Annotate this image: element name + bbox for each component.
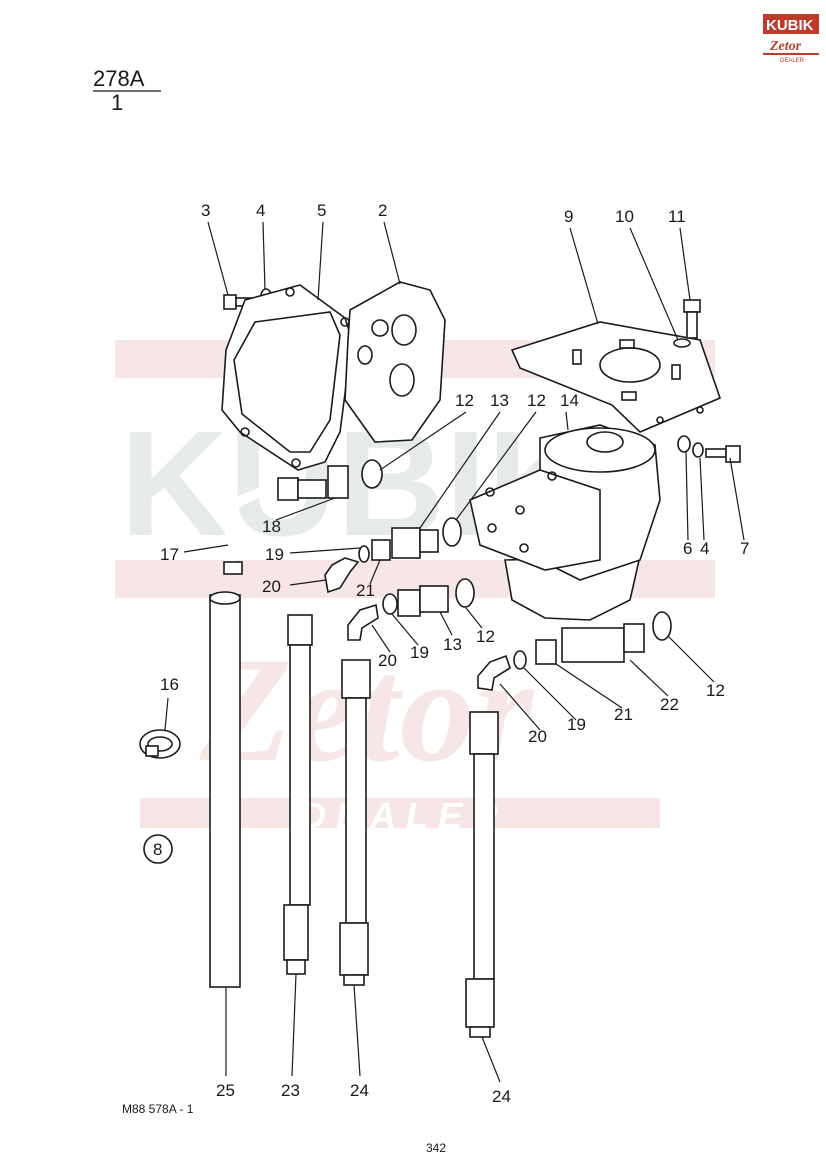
adapter-13-middle [397, 585, 449, 617]
callout-9: 9 [564, 207, 573, 226]
circle-8 [143, 834, 173, 864]
nut-21-lower [535, 639, 557, 665]
washer-6 [677, 435, 691, 453]
oring-19-upper [358, 545, 370, 563]
callout-4: 4 [256, 201, 265, 220]
pipe-17 [223, 480, 280, 575]
steering-unit-14 [469, 424, 661, 621]
callout-3: 3 [201, 201, 210, 220]
tube-25 [209, 591, 241, 988]
callout-13: 13 [443, 635, 462, 654]
callout-19: 19 [265, 545, 284, 564]
callout-7: 7 [740, 539, 749, 558]
group-number-sub: 1 [111, 90, 123, 115]
callout-10: 10 [615, 207, 634, 226]
callout-21: 21 [614, 705, 633, 724]
oring-19-middle [382, 593, 398, 615]
washer-10 [673, 338, 691, 348]
callout-12: 12 [706, 681, 725, 700]
bracket-9 [510, 321, 721, 433]
callout-22: 22 [660, 695, 679, 714]
callout-20: 20 [262, 577, 281, 596]
oring-19-lower [513, 650, 527, 670]
watermark-tag: DEALER [300, 795, 508, 836]
clamp-16 [139, 729, 181, 759]
callout-16: 16 [160, 675, 179, 694]
brand-logo: KUBIK Zetor DEALER [763, 14, 819, 64]
nut-21-upper [371, 539, 391, 561]
washer-4b [692, 442, 704, 458]
elbow-20-upper [324, 557, 360, 594]
page-number: 342 [426, 1141, 446, 1155]
callout-5: 5 [317, 201, 326, 220]
callout-12: 12 [455, 391, 474, 410]
group-number-main: 278A [93, 66, 145, 91]
oring-12-lower [652, 611, 672, 641]
gasket-5 [221, 284, 353, 471]
oring-12-upper [442, 517, 462, 547]
logo-sub: Zetor [769, 39, 802, 54]
callout-20: 20 [528, 727, 547, 746]
callout-17: 17 [160, 545, 179, 564]
adapter-22 [561, 623, 645, 663]
elbow-20-lower [477, 654, 511, 691]
callout-24: 24 [492, 1087, 511, 1106]
callout-18: 18 [262, 517, 281, 536]
callout-4: 4 [700, 539, 709, 558]
bolt-7 [705, 445, 741, 463]
callout-8: 8 [153, 840, 162, 859]
callout-20: 20 [378, 651, 397, 670]
callout-14: 14 [560, 391, 579, 410]
callout-labels: 3 4 5 2 9 10 11 12 13 12 14 18 17 19 20 … [143, 201, 749, 1106]
adapter-13-upper [391, 527, 439, 559]
callout-11: 11 [668, 207, 686, 226]
oring-12-middle [455, 578, 475, 608]
figure-code: M88 578A - 1 [122, 1102, 194, 1116]
callout-23: 23 [281, 1081, 300, 1100]
elbow-20-middle [347, 603, 379, 641]
hose-24-right [465, 711, 499, 1038]
callout-12: 12 [527, 391, 546, 410]
callout-12: 12 [476, 627, 495, 646]
callout-24: 24 [350, 1081, 369, 1100]
callout-19: 19 [567, 715, 586, 734]
leader-lines [164, 221, 745, 1083]
fitting-18 [277, 459, 383, 501]
logo-tag: DEALER [780, 58, 805, 64]
callout-21: 21 [356, 581, 375, 600]
callout-2: 2 [378, 201, 387, 220]
callout-13: 13 [490, 391, 509, 410]
hose-23 [283, 614, 313, 975]
group-number: 278A 1 [93, 66, 161, 115]
callout-19: 19 [410, 643, 429, 662]
callout-25: 25 [216, 1081, 235, 1100]
logo-brand: KUBIK [766, 17, 814, 34]
bolt-11 [683, 299, 701, 339]
cover-plate-2 [344, 281, 446, 443]
callout-6: 6 [683, 539, 692, 558]
hose-24-left [339, 659, 371, 986]
